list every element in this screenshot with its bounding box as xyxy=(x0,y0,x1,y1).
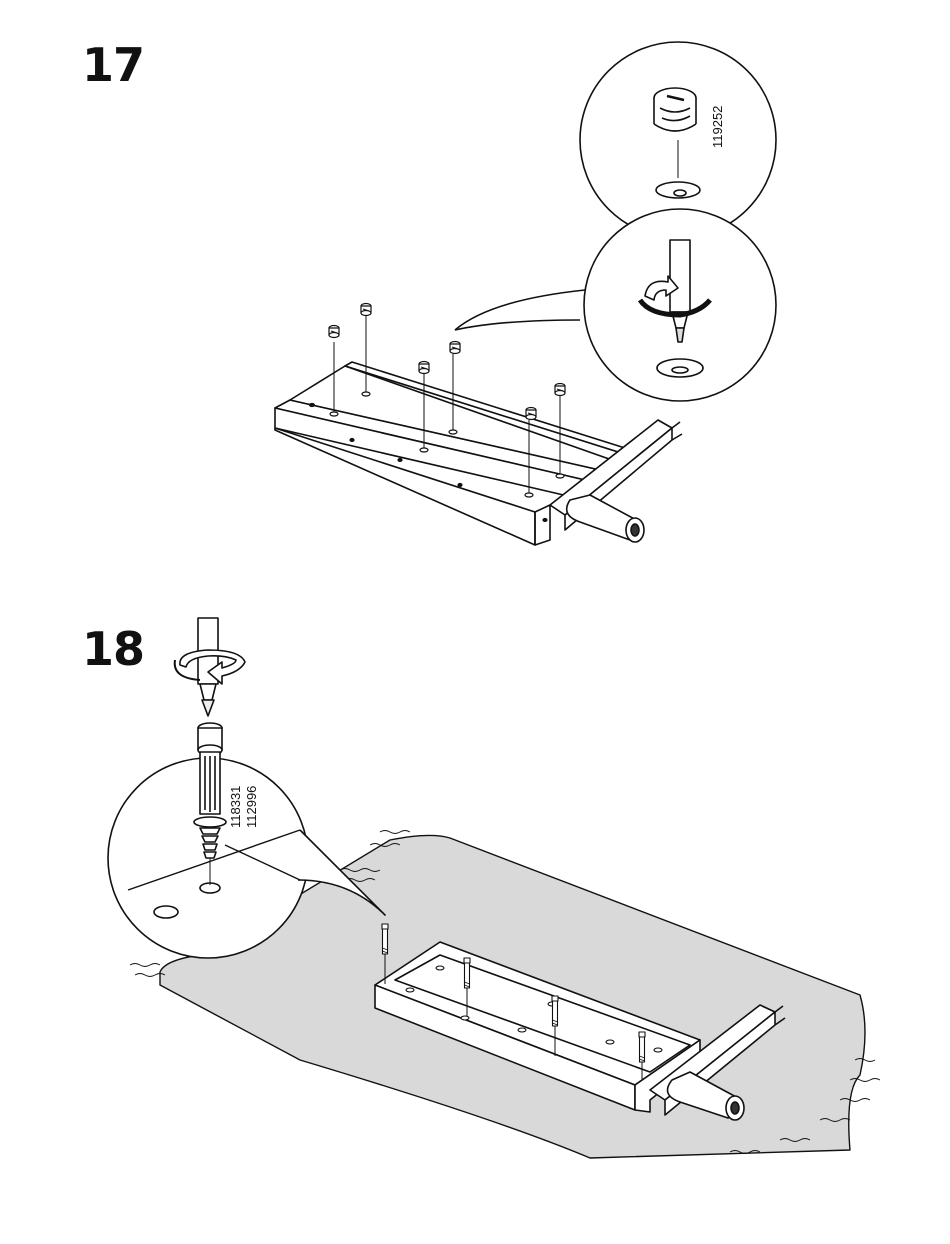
cam-lock-icon xyxy=(555,384,565,396)
cam-lock-icon xyxy=(450,342,460,354)
step-18-drawing xyxy=(108,618,880,1158)
cam-lock-icon xyxy=(329,326,339,338)
cam-lock-icon xyxy=(526,408,536,420)
cam-stud-icon xyxy=(639,1032,645,1062)
cam-stud-icon xyxy=(382,924,388,954)
step-17-part-number: 119252 xyxy=(710,106,725,148)
step-17-drawing xyxy=(275,42,776,545)
step-18-part-number-1: 118331 xyxy=(228,786,243,828)
cam-stud-icon xyxy=(552,996,558,1026)
step-18-part-number-2: 112996 xyxy=(244,786,259,828)
cam-lock-icon xyxy=(419,362,429,374)
cam-lock-icon xyxy=(361,304,371,316)
cam-stud-icon xyxy=(464,958,470,988)
